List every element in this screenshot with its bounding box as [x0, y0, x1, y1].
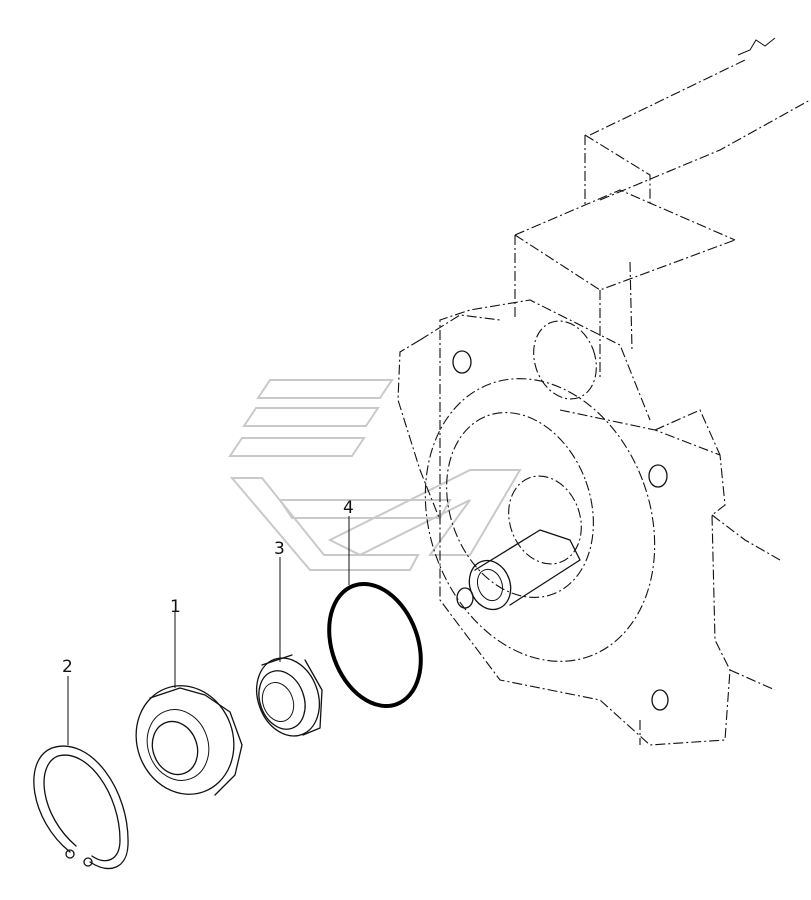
- callout-3: 3: [274, 539, 285, 559]
- oil-seal-part: [256, 654, 323, 737]
- callout-1: 1: [170, 597, 181, 617]
- callout-2: 2: [62, 657, 73, 677]
- pump-housing: [397, 37, 811, 746]
- retaining-ring-part: [33, 745, 129, 870]
- o-ring-part: [327, 581, 423, 709]
- callout-4: 4: [343, 498, 354, 518]
- seal-housing-part: [135, 685, 243, 796]
- callout-leaders: [67, 516, 350, 745]
